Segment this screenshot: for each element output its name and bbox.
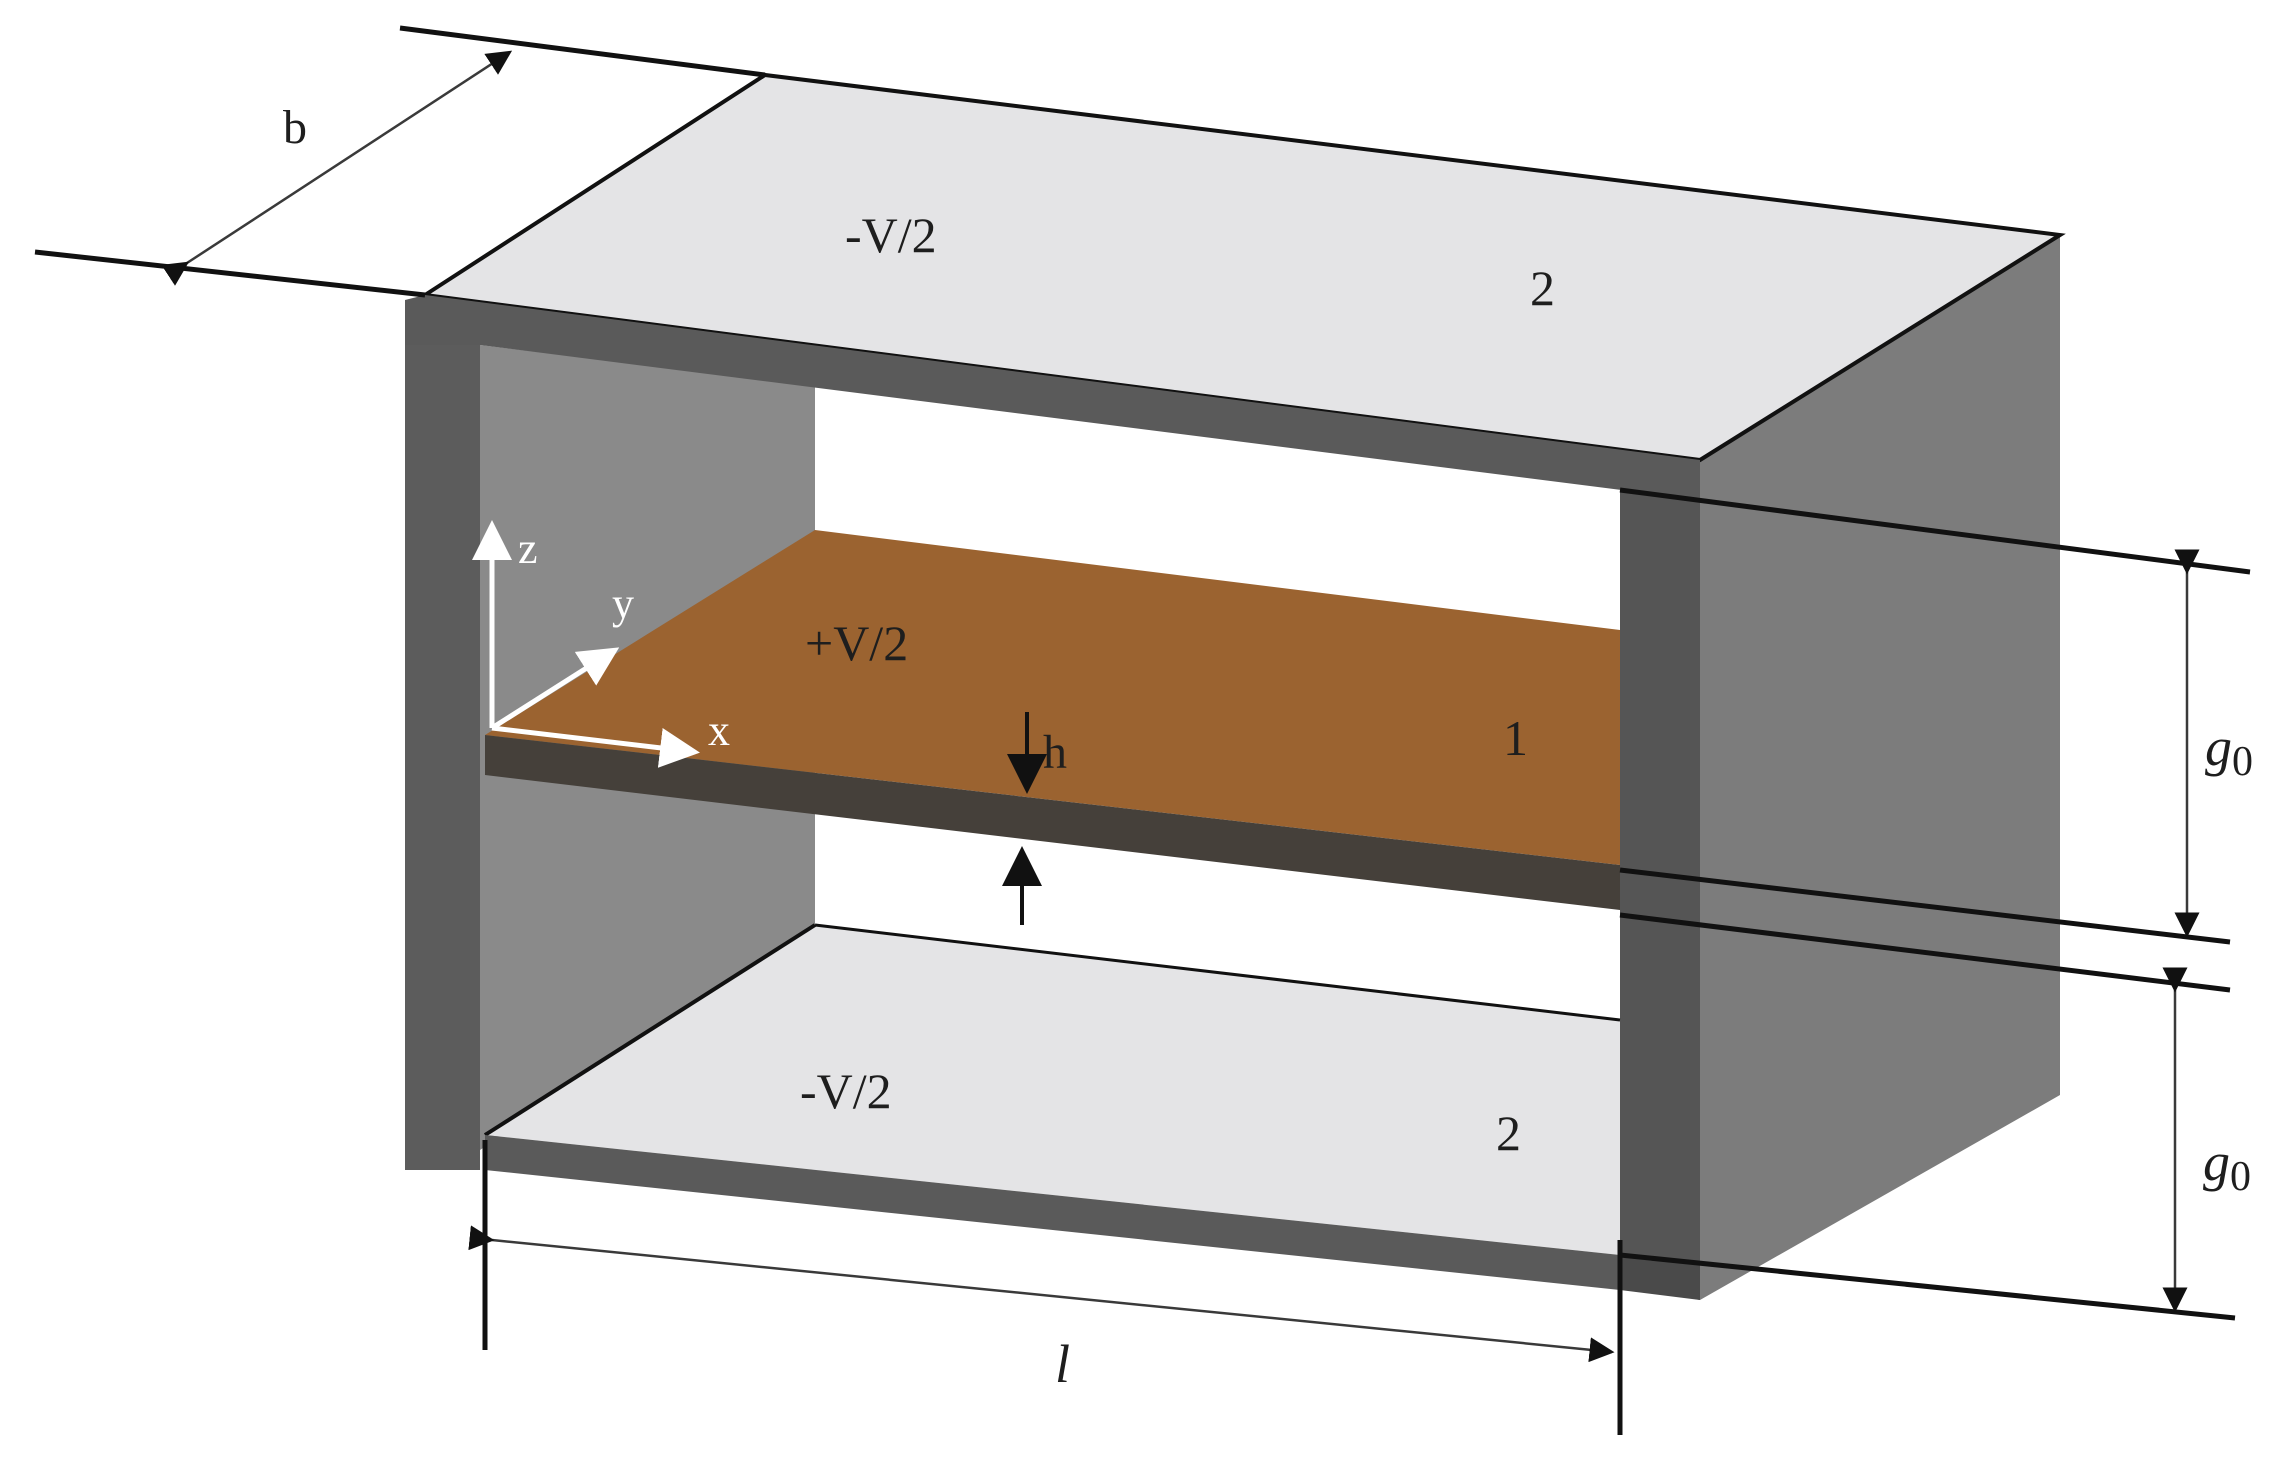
- bottom-electrode-voltage-label: -V/2: [800, 1063, 892, 1119]
- gap-upper-label: g0: [2205, 717, 2253, 785]
- gap-lower-base: g: [2203, 1132, 2230, 1192]
- gap-extension-bottom: [1619, 1252, 2236, 1321]
- width-dimension-arrow: [161, 50, 513, 286]
- width-label: b: [283, 101, 307, 154]
- gap-extension-plate-top: [1619, 867, 2231, 945]
- z-axis-label: z: [518, 524, 538, 573]
- bottom-electrode-face: [485, 925, 1620, 1255]
- x-axis: [491, 725, 700, 768]
- movable-plate-top: [485, 530, 1620, 865]
- gap-upper-sub: 0: [2232, 739, 2253, 785]
- width-extension-line-bottom: [34, 249, 426, 298]
- right-inner-post: [1620, 490, 1700, 1300]
- left-outer-wall: [405, 300, 480, 1170]
- gap-lower-label: g0: [2203, 1132, 2251, 1200]
- gap-extension-plate-bottom: [1619, 912, 2231, 993]
- movable-plate-edge: [485, 735, 1620, 910]
- bottom-electrode-outline-2: [814, 923, 1621, 1022]
- gap-extension-top: [1619, 487, 2251, 575]
- top-electrode-region-label: 2: [1530, 260, 1555, 316]
- x-axis-label: x: [708, 706, 730, 755]
- gap-lower-sub: 0: [2230, 1154, 2251, 1200]
- y-axis: [490, 647, 620, 731]
- bottom-electrode-region-label: 2: [1496, 1105, 1521, 1161]
- length-dimension-arrow: [468, 1225, 1615, 1363]
- length-label: l: [1055, 1334, 1070, 1394]
- bottom-electrode-outline-1: [483, 923, 817, 1137]
- width-extension-line-top: [399, 25, 766, 78]
- right-side-wall: [1700, 235, 2060, 1300]
- plate-region-label: 1: [1503, 710, 1528, 766]
- bottom-right-base: [1620, 1255, 1700, 1300]
- thickness-label: h: [1043, 726, 1067, 779]
- plate-voltage-label: +V/2: [805, 615, 908, 671]
- top-electrode-voltage-label: -V/2: [845, 207, 937, 263]
- top-electrode-edge: [405, 295, 1700, 500]
- gap-upper-base: g: [2205, 717, 2232, 777]
- y-axis-label: y: [612, 579, 634, 628]
